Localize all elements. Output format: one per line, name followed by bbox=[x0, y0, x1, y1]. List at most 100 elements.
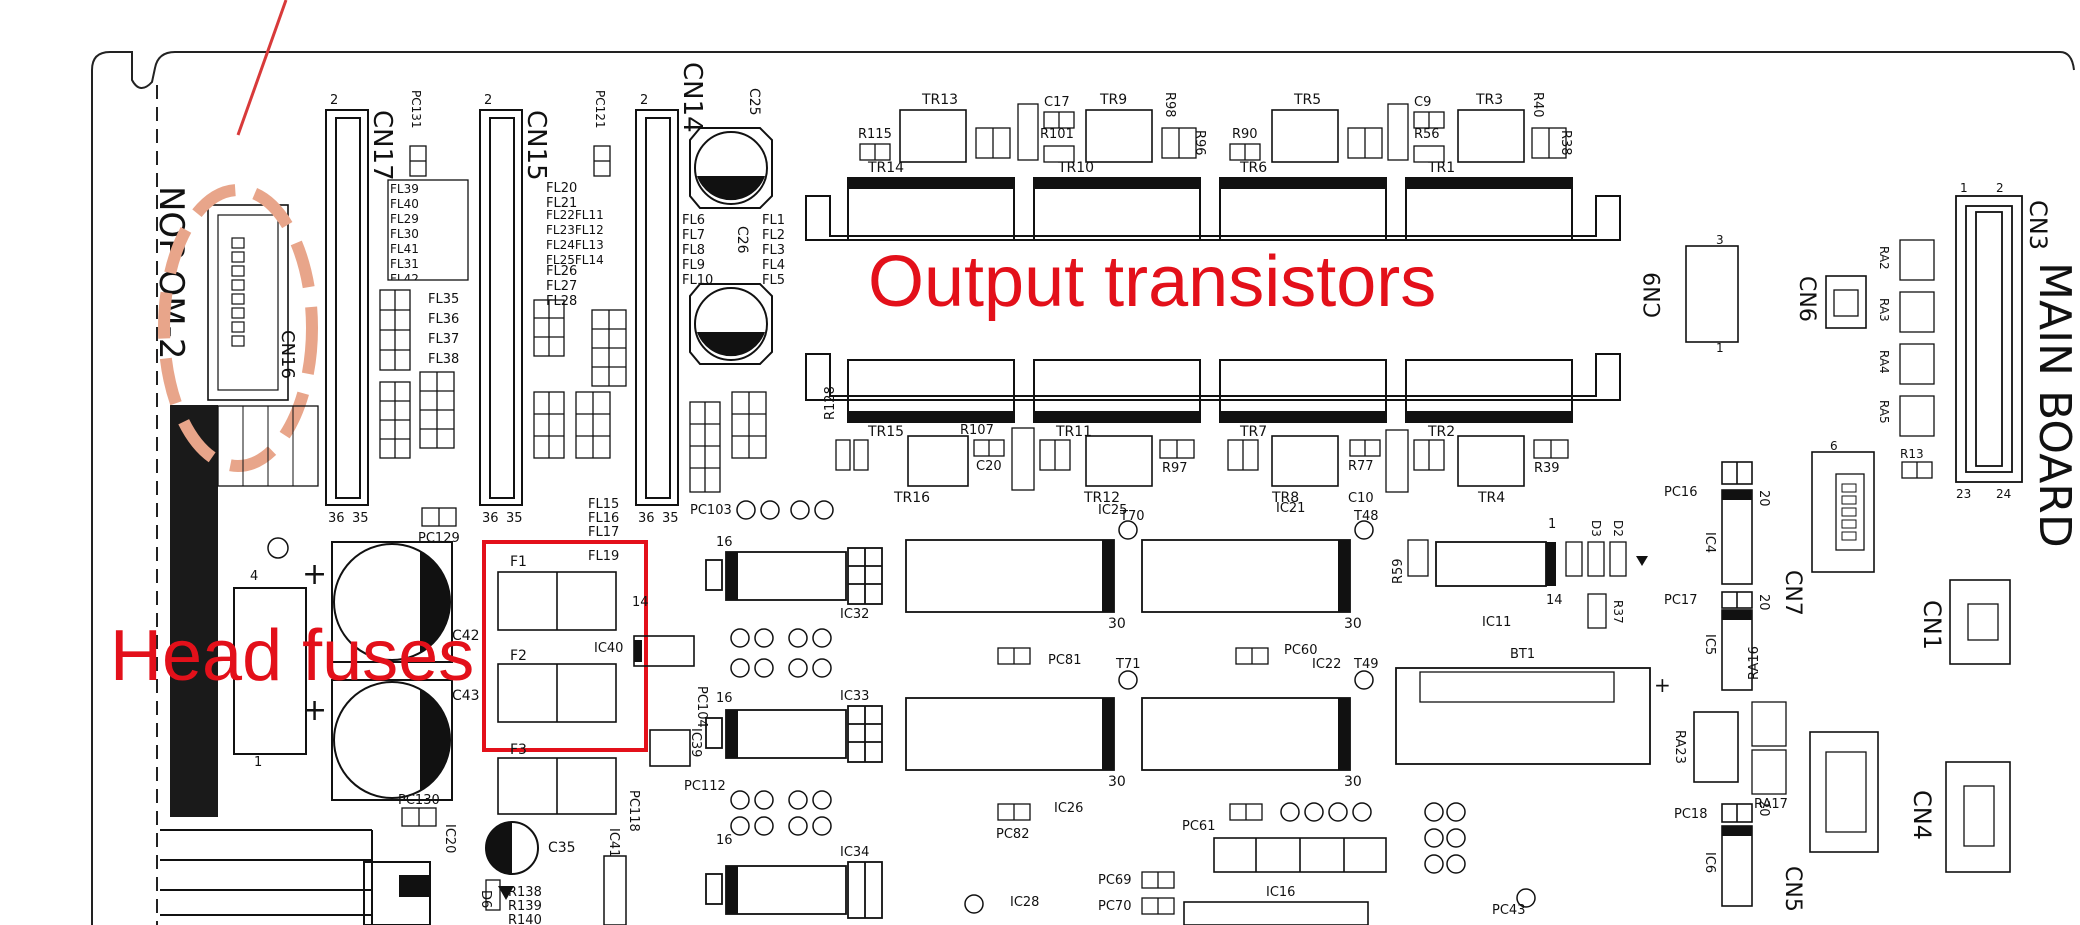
fl7-label: FL7 bbox=[682, 228, 705, 243]
ra17-label: RA17 bbox=[1754, 797, 1788, 812]
r139-label: R139 bbox=[508, 899, 542, 914]
r39-label: R39 bbox=[1534, 461, 1560, 476]
ic5-pin20: 20 bbox=[1756, 594, 1771, 611]
ic33-label: IC33 bbox=[840, 689, 869, 704]
ic6-label: IC6 bbox=[1702, 852, 1717, 873]
tr15-label: TR15 bbox=[867, 424, 904, 440]
fl37-label: FL37 bbox=[428, 332, 459, 347]
fl9-label: FL9 bbox=[682, 258, 705, 273]
pc16-label: PC16 bbox=[1664, 485, 1697, 500]
pointer-line bbox=[236, 0, 288, 136]
ic40-body bbox=[633, 635, 695, 667]
ra23-body bbox=[1693, 711, 1739, 783]
r90-label: R90 bbox=[1232, 127, 1258, 142]
fl28-label: FL28 bbox=[546, 294, 577, 309]
ic16-group bbox=[1183, 837, 1387, 925]
fl17-label: FL17 bbox=[588, 525, 619, 540]
cn4-body bbox=[1945, 761, 2011, 873]
cn1-label: CN1 bbox=[1918, 600, 1946, 650]
fl38-label: FL38 bbox=[428, 352, 459, 367]
cn14-pin35: 35 bbox=[662, 511, 679, 526]
pc81-label: PC81 bbox=[1048, 653, 1081, 668]
diodes-d2-d3 bbox=[1565, 541, 1627, 577]
cn15-pin2: 2 bbox=[484, 93, 492, 108]
ra3-label: RA3 bbox=[1877, 298, 1891, 322]
c10-label: C10 bbox=[1348, 491, 1374, 506]
pc103-label: PC103 bbox=[690, 503, 732, 518]
tr9-label: TR9 bbox=[1099, 92, 1127, 108]
output-transistor-bank-bottom bbox=[805, 353, 1621, 423]
pc131-label: PC131 bbox=[409, 90, 423, 129]
fl15-label: FL15 bbox=[588, 497, 619, 512]
cn3-pin24: 24 bbox=[1996, 487, 2011, 501]
fl3-label: FL3 bbox=[762, 243, 785, 258]
svg-text:C42: C42 bbox=[452, 628, 480, 644]
tr5-label: TR5 bbox=[1293, 92, 1321, 108]
ic20-label: IC20 bbox=[442, 824, 457, 853]
tr7-label: TR7 bbox=[1239, 424, 1267, 440]
f1-label: F1 bbox=[510, 554, 527, 570]
r56-label: R56 bbox=[1414, 127, 1440, 142]
ic11-pin14: 14 bbox=[1546, 593, 1563, 608]
ic22-label: IC22 bbox=[1312, 657, 1341, 672]
fl4-label: FL4 bbox=[762, 258, 785, 273]
ic-c-pin30: 30 bbox=[1108, 774, 1126, 790]
tr2-label: TR2 bbox=[1427, 424, 1455, 440]
cn17-pin2: 2 bbox=[330, 93, 338, 108]
cn3-pin2: 2 bbox=[1996, 181, 2004, 195]
r77-label: R77 bbox=[1348, 459, 1374, 474]
cn14-body bbox=[635, 109, 679, 506]
cn9-label: CN9 bbox=[1641, 272, 1666, 318]
fl36-label: FL36 bbox=[428, 312, 459, 327]
ic26-label: IC26 bbox=[1054, 801, 1083, 816]
ra5-label: RA5 bbox=[1877, 400, 1891, 424]
pc104-label: PC104 bbox=[694, 686, 709, 728]
output-transistors-annotation: Output transistors bbox=[868, 242, 1436, 322]
cn7-pin6: 6 bbox=[1830, 439, 1838, 453]
ic32-label: IC32 bbox=[840, 607, 869, 622]
highlight-ellipse bbox=[158, 184, 318, 472]
pad-grid-left bbox=[379, 289, 767, 493]
ic28-label: IC28 bbox=[1010, 895, 1039, 910]
test-point-circles bbox=[730, 500, 1536, 914]
pc70-label: PC70 bbox=[1098, 899, 1131, 914]
cn15-body bbox=[479, 109, 523, 506]
cn17-pin35: 35 bbox=[352, 511, 369, 526]
tr4-label: TR4 bbox=[1477, 490, 1505, 506]
cn3-label: CN3 bbox=[2024, 200, 2052, 250]
fl-left-list: FL39 FL40 FL29 FL30 FL41 FL31 FL42 FL32 … bbox=[390, 182, 419, 280]
ic4-pin20: 20 bbox=[1756, 490, 1771, 507]
bt1-label: BT1 bbox=[1510, 647, 1535, 662]
c43-capacitor: C43 bbox=[331, 679, 480, 801]
t48-label: T48 bbox=[1353, 509, 1378, 524]
pc61-label: PC61 bbox=[1182, 819, 1215, 834]
svg-text:C25: C25 bbox=[746, 88, 762, 116]
cn15-pin35: 35 bbox=[506, 511, 523, 526]
cn1-body bbox=[1949, 579, 2011, 665]
pc129-label: PC129 bbox=[418, 531, 460, 546]
tr8-label: TR8 bbox=[1271, 490, 1299, 506]
fl27-label: FL27 bbox=[546, 279, 577, 294]
pc121-label: PC121 bbox=[593, 90, 607, 129]
fl2-label: FL2 bbox=[762, 228, 785, 243]
cn14-pin36: 36 bbox=[638, 511, 655, 526]
ic16-label: IC16 bbox=[1266, 885, 1295, 900]
ic40-label: IC40 bbox=[594, 641, 623, 656]
ic39-body bbox=[649, 729, 691, 767]
tr6-label: TR6 bbox=[1239, 160, 1267, 176]
cn17-label: CN17 bbox=[367, 110, 397, 181]
cn15-pin36: 36 bbox=[482, 511, 499, 526]
bottom-left-connector bbox=[160, 829, 431, 925]
svg-text:C26: C26 bbox=[734, 226, 750, 254]
head-fuses-highlight-box bbox=[482, 540, 648, 752]
head-fuses-annotation: Head fuses bbox=[110, 616, 474, 696]
cn16-connector: CN16 bbox=[207, 204, 298, 401]
r97-label: R97 bbox=[1162, 461, 1188, 476]
t71-label: T71 bbox=[1115, 657, 1140, 672]
fl5-label: FL5 bbox=[762, 273, 785, 288]
cn17-body bbox=[325, 109, 369, 506]
r96-label: R96 bbox=[1192, 130, 1207, 156]
t70-label: T70 bbox=[1119, 509, 1144, 524]
pc82-label: PC82 bbox=[996, 827, 1029, 842]
ic21-label: IC21 bbox=[1276, 501, 1305, 516]
